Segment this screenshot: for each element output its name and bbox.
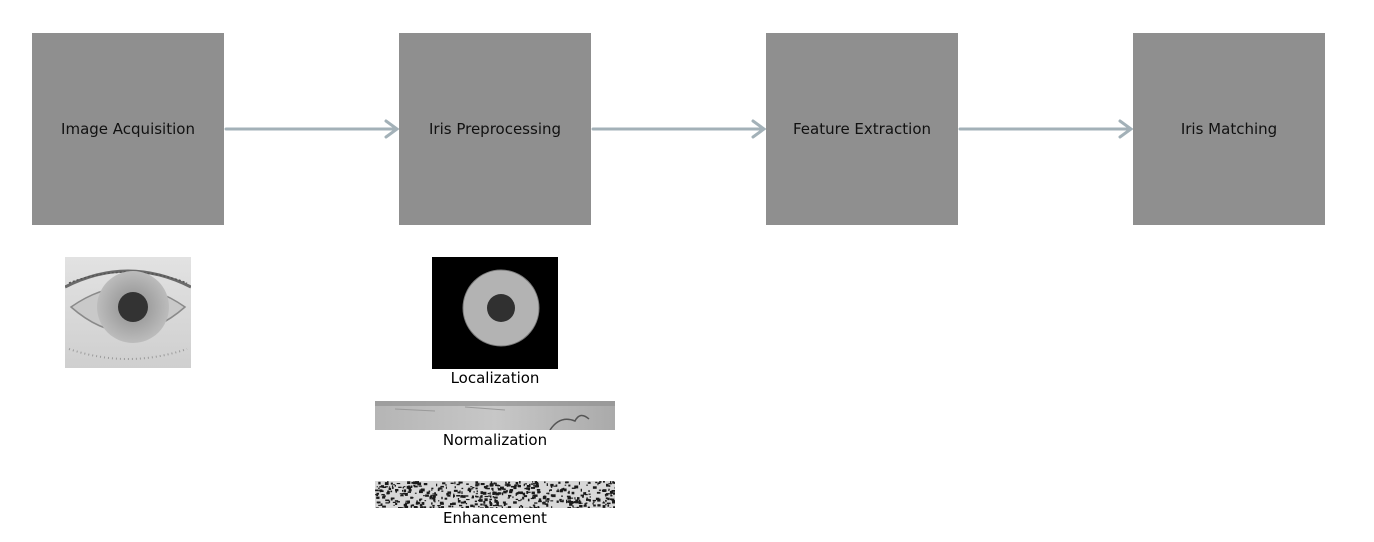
caption-localization: Localization bbox=[450, 369, 540, 387]
enhancement-image bbox=[375, 481, 615, 508]
caption-normalization: Normalization bbox=[442, 431, 548, 449]
localization-image bbox=[432, 257, 558, 369]
arrowhead-1 bbox=[384, 119, 400, 139]
stage-box-image-acquisition: Image Acquisition bbox=[32, 33, 224, 225]
stage-box-iris-preprocessing: Iris Preprocessing bbox=[399, 33, 591, 225]
stage-label: Iris Matching bbox=[1180, 120, 1278, 138]
normalization-image bbox=[375, 401, 615, 430]
eye-image bbox=[65, 257, 191, 368]
stage-box-iris-matching: Iris Matching bbox=[1133, 33, 1325, 225]
arrowhead-3 bbox=[1118, 119, 1134, 139]
arrowhead-2 bbox=[751, 119, 767, 139]
stage-label: Feature Extraction bbox=[792, 120, 932, 138]
stage-label: Image Acquisition bbox=[61, 120, 195, 138]
caption-enhancement: Enhancement bbox=[443, 509, 547, 527]
stage-label: Iris Preprocessing bbox=[428, 120, 562, 138]
stage-box-feature-extraction: Feature Extraction bbox=[766, 33, 958, 225]
